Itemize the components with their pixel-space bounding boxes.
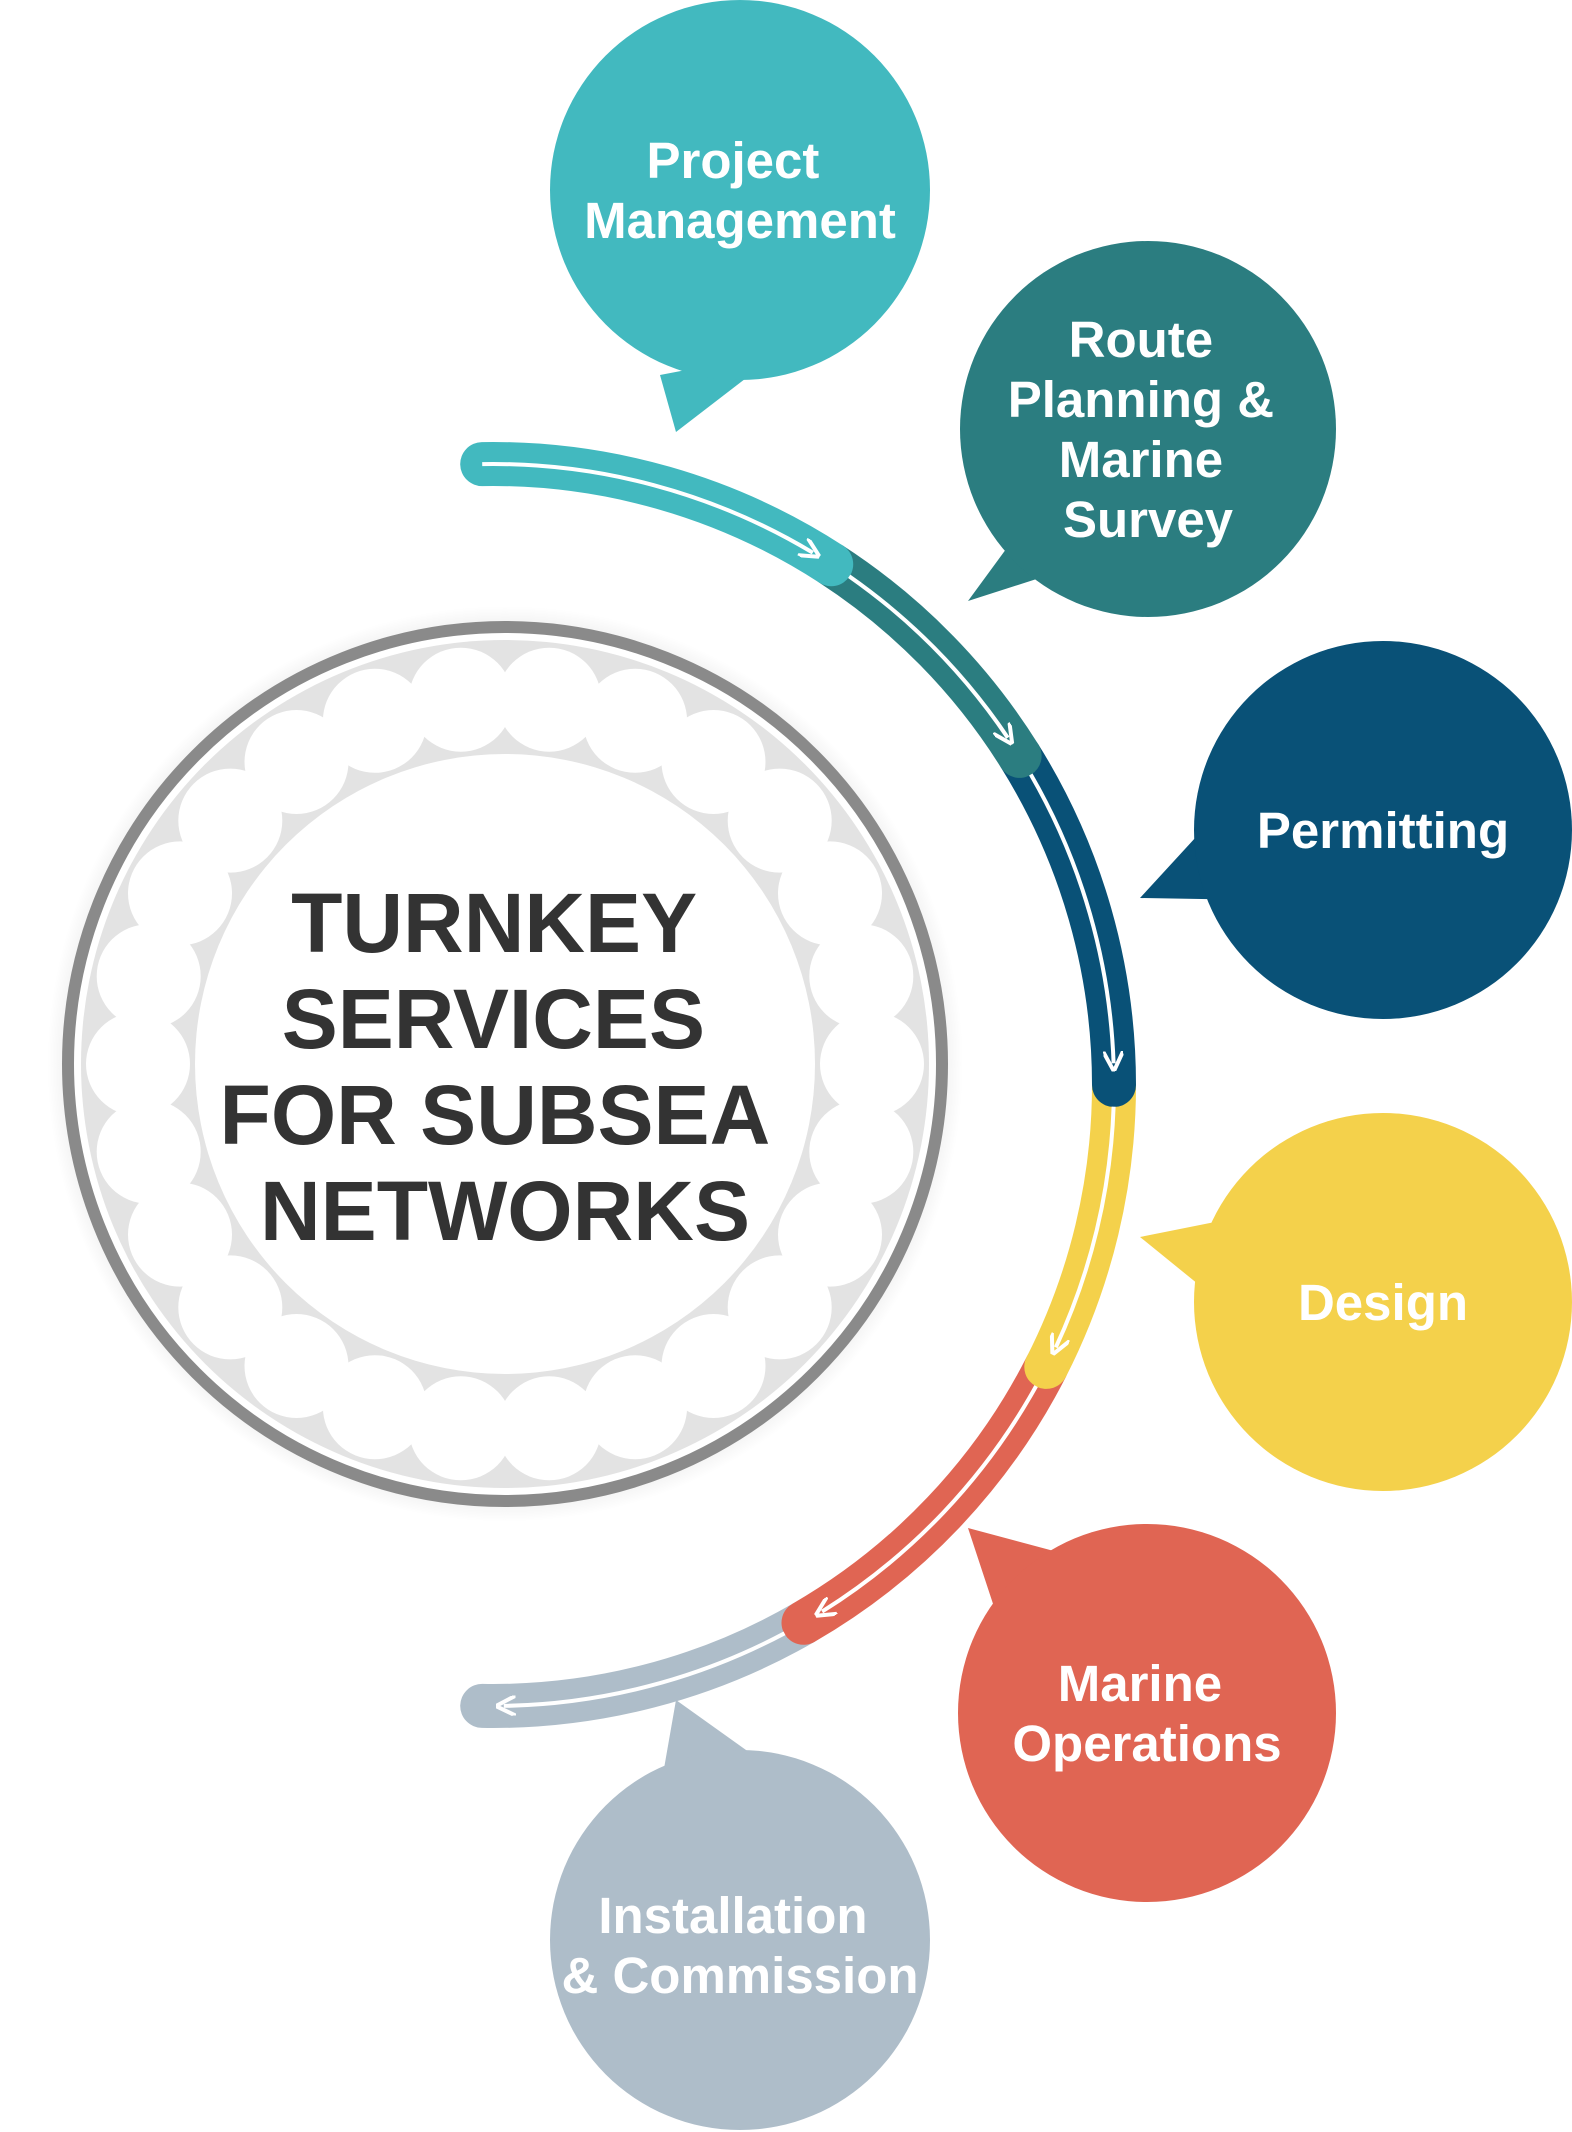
center-disc	[195, 754, 815, 1374]
bubble-line: Marine	[1058, 1655, 1222, 1712]
bead	[820, 1012, 924, 1116]
center-title-line-2: SERVICES	[282, 972, 705, 1066]
bead	[408, 1376, 513, 1481]
bead	[778, 841, 882, 946]
bubble-line: Marine	[1059, 431, 1223, 488]
flow-arrow-marine-operations	[822, 1385, 1038, 1612]
bubble-line: Operations	[1012, 1715, 1281, 1772]
center-title: TURNKEY SERVICES FOR SUBSEA NETWORKS	[220, 876, 791, 1258]
bead	[322, 1355, 427, 1460]
bubble-label-marine-operations: Marine Operations	[1012, 1655, 1281, 1772]
bead	[497, 1376, 602, 1481]
bead	[583, 668, 688, 773]
bubble-design: Design	[1140, 1113, 1572, 1491]
arc-segment-design	[1024, 1063, 1136, 1389]
bead	[96, 924, 201, 1029]
bead	[727, 768, 832, 873]
bubble-label-design: Design	[1298, 1274, 1468, 1331]
flow-arrow-permitting	[1029, 773, 1114, 1064]
bubble-permitting: Permitting	[1140, 641, 1572, 1019]
bubble-label-route-planning: Route Planning & Marine Survey	[1008, 311, 1289, 548]
cable-cross-section: TURNKEY SERVICES FOR SUBSEA NETWORKS	[47, 606, 963, 1522]
arc-segment-permitting	[997, 733, 1136, 1107]
bead	[244, 710, 349, 814]
bead	[661, 1314, 766, 1418]
bubble-route-planning: Route Planning & Marine Survey	[960, 241, 1336, 617]
bead	[809, 1099, 914, 1204]
bead	[178, 1255, 283, 1360]
flow-arrow-design	[1056, 1106, 1116, 1348]
center-title-line-3: FOR SUBSEA	[220, 1068, 769, 1162]
flow-arrow-project-management	[482, 462, 813, 553]
bead-ring	[86, 647, 924, 1481]
bubble-marine-operations: Marine Operations	[958, 1524, 1336, 1902]
flow-arrow-installation-commission	[504, 1631, 786, 1706]
bead	[128, 1182, 232, 1287]
bubble-label-project-management: Project Management	[584, 132, 896, 249]
bubble-line: Installation	[598, 1887, 867, 1944]
bead	[86, 1012, 190, 1116]
bead	[778, 1182, 882, 1287]
bubble-label-installation-commission: Installation & Commission	[561, 1887, 918, 2004]
bubble-line: Permitting	[1257, 802, 1509, 859]
bubble-line: Route	[1069, 311, 1213, 368]
center-title-line-4: NETWORKS	[260, 1164, 750, 1258]
bubble-line: & Commission	[561, 1947, 918, 2004]
bubble-label-permitting: Permitting	[1257, 802, 1509, 859]
bead	[583, 1355, 688, 1460]
bubble-line: Design	[1298, 1274, 1468, 1331]
bubble-line: Management	[584, 192, 896, 249]
bead	[322, 668, 427, 773]
bubble-line: Project	[646, 132, 819, 189]
bubble-line: Survey	[1063, 491, 1234, 548]
center-title-line-1: TURNKEY	[291, 876, 696, 970]
bead	[809, 924, 914, 1029]
bead	[408, 647, 513, 752]
flow-arrow-route-planning	[848, 574, 1008, 737]
arc-segment-project-management	[460, 442, 854, 587]
bead	[96, 1099, 201, 1204]
bead	[128, 841, 232, 946]
bubble-project-management: Project Management	[550, 0, 930, 432]
arc-segment-installation-commission	[460, 1600, 826, 1728]
process-arc	[460, 442, 1136, 1728]
bead	[497, 647, 602, 752]
bubble-installation-commission: Installation & Commission	[550, 1700, 930, 2130]
bubble-line: Planning &	[1008, 371, 1274, 428]
